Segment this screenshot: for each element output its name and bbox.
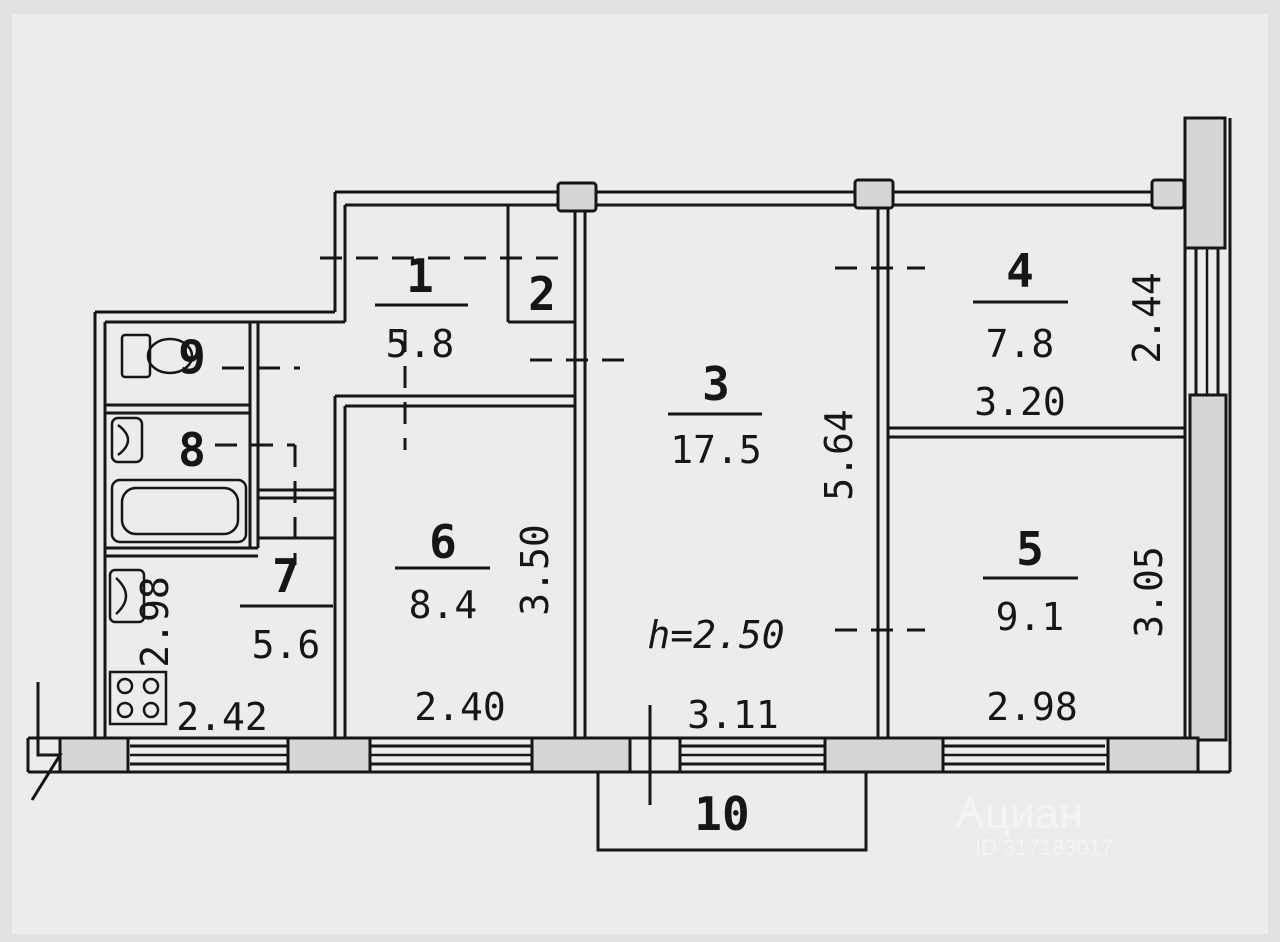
room-number: 2 xyxy=(528,267,556,321)
room-number: 1 xyxy=(406,249,434,303)
room-label-4: 4 7.8 xyxy=(973,244,1068,366)
cian-logo-icon xyxy=(956,792,984,829)
room-area: 5.6 xyxy=(252,623,321,667)
door-openings xyxy=(215,256,925,632)
dimension-3-50: 3.50 xyxy=(513,524,557,616)
room-number: 8 xyxy=(178,423,206,477)
dimension-labels: 2.44 3.20 5.64 3.50 3.05 2.98 3.11 2.40 … xyxy=(133,272,1171,739)
room-number: 10 xyxy=(694,787,749,841)
room-label-9: 9 xyxy=(178,330,206,384)
dimension-2-44: 2.44 xyxy=(1125,272,1169,364)
room-label-1: 1 5.8 xyxy=(375,249,468,366)
watermark-id: ID 317183017 xyxy=(975,835,1113,860)
dimension-5-64: 5.64 xyxy=(817,409,861,501)
watermark: циан ID 317183017 xyxy=(956,789,1113,860)
dimension-2-42: 2.42 xyxy=(176,695,268,739)
room-label-2: 2 xyxy=(528,267,556,321)
ceiling-height: h=2.50 xyxy=(647,613,784,657)
room-label-7: 7 5.6 xyxy=(240,549,333,667)
room-number: 4 xyxy=(1006,244,1034,298)
room-area: 5.8 xyxy=(386,322,455,366)
dimension-3-11: 3.11 xyxy=(687,693,779,737)
room-label-3: 3 17.5 xyxy=(668,357,762,472)
room-number: 3 xyxy=(702,357,730,411)
dimension-2-40: 2.40 xyxy=(414,685,506,729)
columns xyxy=(58,116,1228,774)
plumbing-fixtures xyxy=(108,333,248,726)
room-number: 9 xyxy=(178,330,206,384)
balcony-door xyxy=(628,705,682,805)
room-area: 9.1 xyxy=(996,595,1065,639)
room-label-5: 5 9.1 xyxy=(983,522,1078,639)
balcony xyxy=(596,770,868,852)
room-area: 8.4 xyxy=(409,583,478,627)
room-number: 7 xyxy=(272,549,300,603)
room-number: 6 xyxy=(429,515,457,569)
dimension-2-98: 2.98 xyxy=(986,685,1078,729)
room-number: 5 xyxy=(1016,522,1044,576)
room-label-6: 6 8.4 xyxy=(395,515,490,627)
room-label-10: 10 xyxy=(694,787,749,841)
dimension-3-20: 3.20 xyxy=(974,380,1066,424)
entrance-arrow-icon xyxy=(30,682,63,801)
windows xyxy=(130,248,1209,757)
room-area: 17.5 xyxy=(670,428,762,472)
watermark-brand: циан xyxy=(985,789,1084,838)
room-area: 7.8 xyxy=(986,322,1055,366)
room-label-8: 8 xyxy=(178,423,206,477)
dimension-3-05: 3.05 xyxy=(1127,546,1171,638)
dimension-2-98-vertical: 2.98 xyxy=(133,576,177,668)
